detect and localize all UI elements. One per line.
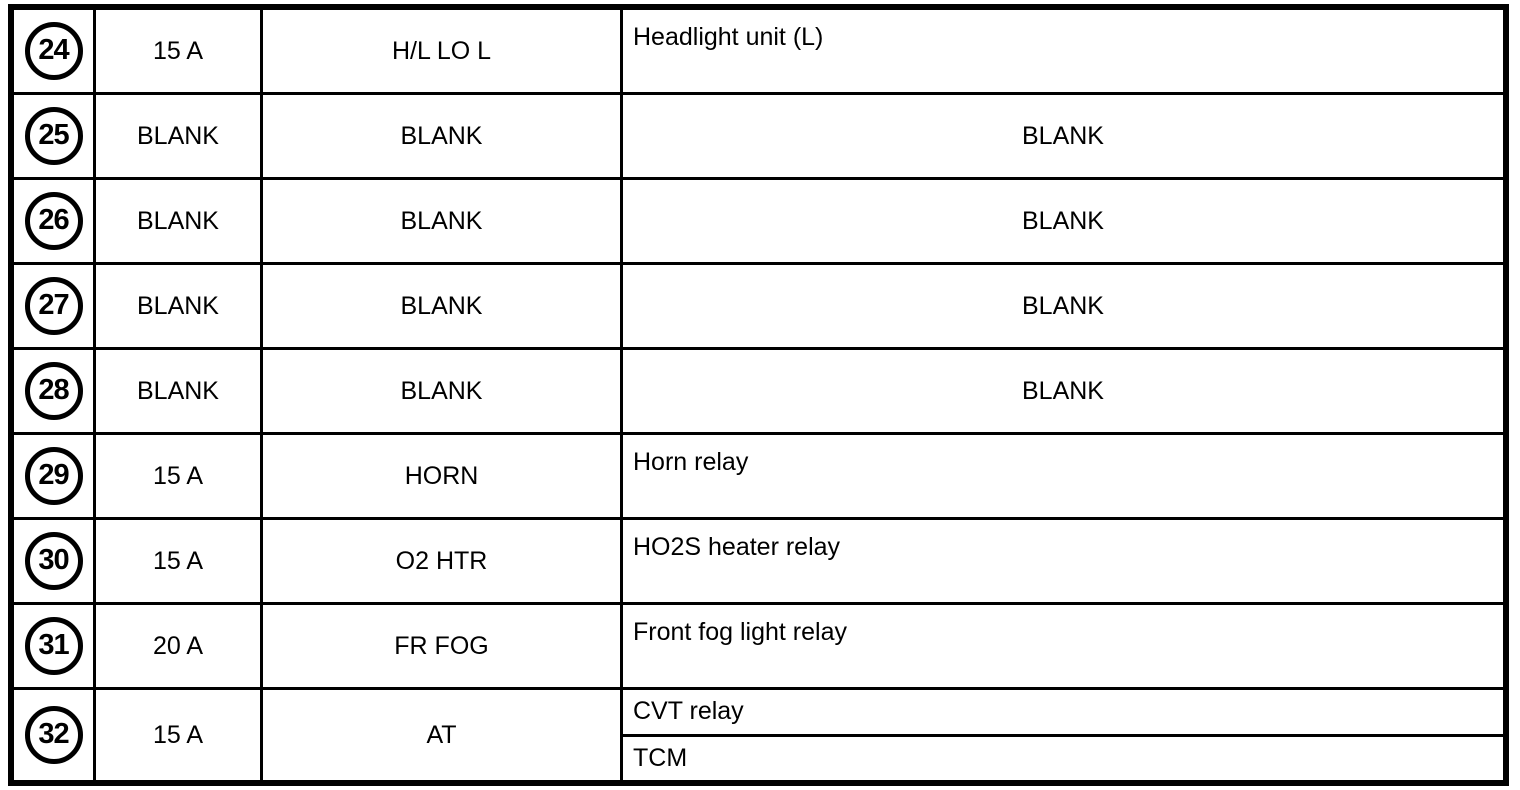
fuse-number-badge: 31 [24,617,83,675]
fuse-rating-cell: BLANK [96,265,263,350]
fuse-description-label: Front fog light relay [633,618,847,646]
fuse-description-label: Horn relay [633,448,749,476]
fuse-description-cell: CVT relay TCM [623,690,1503,780]
fuse-rating-label: BLANK [137,206,219,235]
fuse-number-label: 31 [38,629,69,662]
fuse-name-label: BLANK [400,121,483,150]
fuse-number-cell: 30 [14,520,96,605]
fuse-rating-cell: BLANK [96,180,263,265]
fuse-number-label: 27 [38,289,69,322]
fuse-number-cell: 32 [14,690,96,780]
fuse-rating-cell: BLANK [96,95,263,180]
fuse-rating-cell: 15 A [96,690,263,780]
fuse-name-cell: HORN [263,435,623,520]
fuse-description-cell: BLANK [623,265,1503,350]
fuse-description-label: Headlight unit (L) [633,23,824,51]
fuse-description-label: TCM [633,743,688,772]
fuse-number-label: 32 [38,718,69,751]
fuse-number-cell: 24 [14,10,96,95]
fuse-rating-cell: 15 A [96,435,263,520]
fuse-description-label: BLANK [1022,376,1104,405]
fuse-number-label: 28 [38,374,69,407]
fuse-number-badge: 30 [24,532,83,590]
fuse-rating-cell: 20 A [96,605,263,690]
fuse-number-cell: 26 [14,180,96,265]
fuse-rating-label: BLANK [137,291,219,320]
fuse-name-label: HORN [404,461,479,490]
fuse-name-label: O2 HTR [395,546,488,575]
fuse-number-label: 26 [38,204,69,237]
fuse-description-label: BLANK [1022,206,1104,235]
fuse-name-label: BLANK [400,376,483,405]
fuse-description-cell: Horn relay [623,435,1503,520]
fuse-rating-cell: 15 A [96,10,263,95]
fuse-number-badge: 28 [24,362,83,420]
fuse-number-badge: 29 [24,447,83,505]
fuse-description-cell: HO2S heater relay [623,520,1503,605]
fuse-table: 24 15 A H/L LO L Headlight unit (L) 25 B… [8,4,1509,786]
fuse-description-cell: BLANK [623,350,1503,435]
fuse-description-label: BLANK [1022,121,1104,150]
fuse-number-badge: 25 [24,107,83,165]
fuse-name-cell: AT [263,690,623,780]
fuse-number-cell: 31 [14,605,96,690]
fuse-name-cell: BLANK [263,180,623,265]
fuse-description-cell: BLANK [623,95,1503,180]
fuse-rating-label: BLANK [137,376,219,405]
fuse-number-label: 25 [38,119,69,152]
fuse-number-label: 24 [38,34,69,67]
fuse-rating-cell: BLANK [96,350,263,435]
fuse-rating-label: 15 A [152,720,204,749]
fuse-number-badge: 26 [24,192,83,250]
fuse-name-label: AT [426,720,457,749]
fuse-name-cell: FR FOG [263,605,623,690]
fuse-number-cell: 28 [14,350,96,435]
fuse-name-label: BLANK [400,291,483,320]
fuse-description-cell: Front fog light relay [623,605,1503,690]
fuse-name-label: H/L LO L [391,36,492,65]
fuse-name-cell: BLANK [263,95,623,180]
fuse-rating-cell: 15 A [96,520,263,605]
fuse-rating-label: 15 A [152,36,204,65]
fuse-number-cell: 27 [14,265,96,350]
fuse-description-label: BLANK [1022,291,1104,320]
fuse-number-label: 29 [38,459,69,492]
fuse-name-cell: H/L LO L [263,10,623,95]
fuse-name-cell: BLANK [263,265,623,350]
fuse-description-subrow: TCM [623,737,1503,781]
fuse-rating-label: 20 A [152,631,204,660]
fuse-number-label: 30 [38,544,69,577]
fuse-number-badge: 24 [24,22,83,80]
fuse-number-cell: 29 [14,435,96,520]
fuse-name-cell: O2 HTR [263,520,623,605]
fuse-rating-label: BLANK [137,121,219,150]
fuse-description-label: HO2S heater relay [633,533,841,561]
fuse-number-badge: 27 [24,277,83,335]
fuse-name-label: BLANK [400,206,483,235]
fuse-description-cell: BLANK [623,180,1503,265]
fuse-name-cell: BLANK [263,350,623,435]
fuse-number-badge: 32 [24,706,83,764]
fuse-name-label: FR FOG [394,631,489,660]
fuse-rating-label: 15 A [152,461,204,490]
fuse-description-label: CVT relay [633,697,744,726]
fuse-description-cell: Headlight unit (L) [623,10,1503,95]
fuse-description-subrow: CVT relay [623,690,1503,737]
fuse-rating-label: 15 A [152,546,204,575]
fuse-number-cell: 25 [14,95,96,180]
